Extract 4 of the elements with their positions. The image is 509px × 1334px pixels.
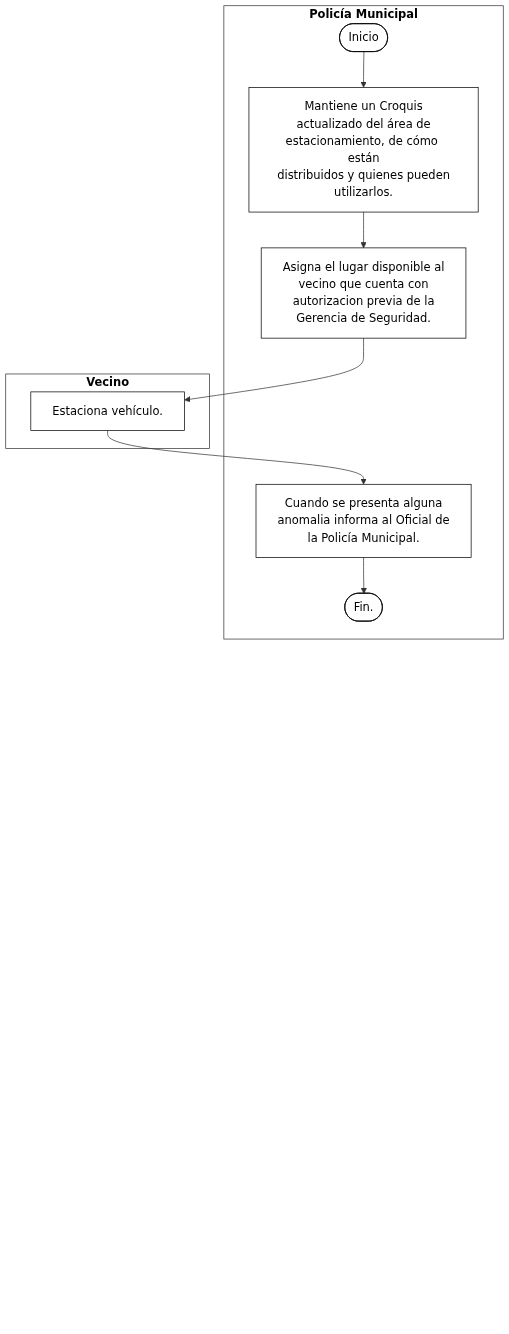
node-box: Mantiene un Croquis actualizado del área de estacionamiento, de cómo están distribuidos y quienes pueden utilizarlos. [248,87,479,213]
node-box: Asigna el lugar disponible al vecino que cuenta con autorizacion previa de la Gerencia de Seguridad. [260,247,467,339]
node-box: Estaciona vehículo. [30,391,185,431]
node-box: Cuando se presenta alguna anomalia informa al Oficial de la Policía Municipal. [255,483,472,558]
